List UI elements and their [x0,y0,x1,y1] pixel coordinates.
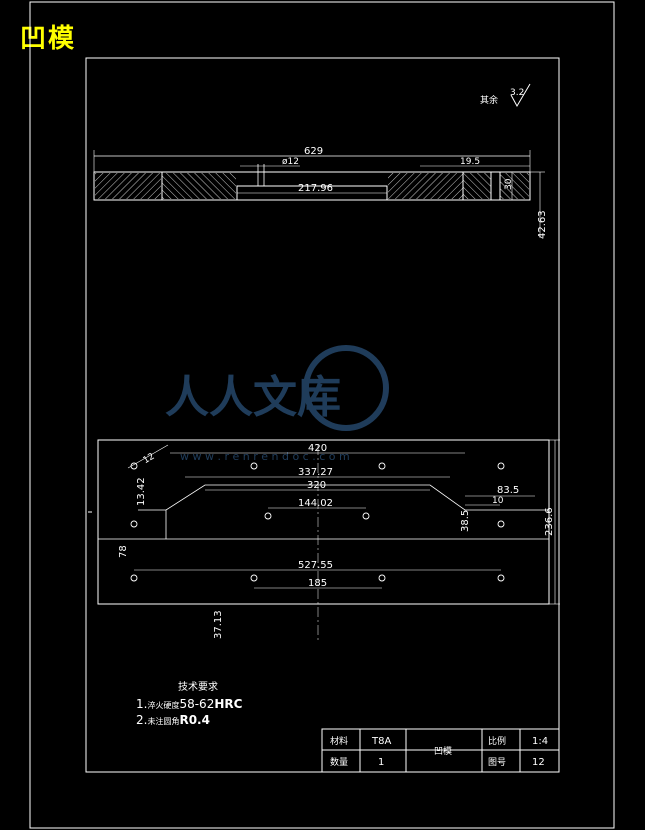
tech-item1-unit: HRC [214,697,242,711]
dim-overall: 629 [304,146,323,157]
watermark: 人人文库 w w w . r e n r e n d o c . c o m [165,345,389,463]
part-name: 凹模 [434,746,452,757]
dim-10: 10 [492,496,504,506]
dim-step: 30 [504,178,514,190]
watermark-text: 人人文库 [165,372,341,423]
dim-13-42: 13.42 [136,477,147,506]
dim-420: 420 [308,443,327,454]
dim-83-5: 83.5 [497,485,519,496]
dim-cavity: 217.96 [298,183,333,194]
tech-item1-text: 淬火硬度 [147,700,179,710]
scale-value: 1:4 [532,736,548,747]
tech-item2-value: R0.4 [179,713,210,727]
section-view: 629 ø12 19.5 217.96 30 42.63 [93,146,548,239]
outer-frame [29,1,615,829]
dim-527: 527.55 [298,560,333,571]
dim-edge: 19.5 [460,157,480,167]
roughness-symbol [510,83,531,108]
dim-78: 78 [118,545,129,558]
plan-view: 420 337.27 320 144.02 83.5 10 38.5 13.42… [97,439,560,640]
tech-item2-prefix: 2. [136,713,147,727]
drawing-title: 凹模 [20,24,77,54]
dim-38-5: 38.5 [460,510,471,532]
dim-37-13: 37.13 [213,610,224,639]
scale-label: 比例 [488,735,506,747]
tech-item1-prefix: 1. [136,697,147,711]
quantity-label: 数量 [330,756,348,768]
roughness-value: 3.2 [510,88,524,98]
title-block [321,728,560,773]
drawing-no-value: 12 [532,757,545,768]
tech-item2: 2.未注圆角R0.4 [136,713,210,727]
tech-heading: 技术要求 [178,680,218,693]
material-value: T8A [371,736,391,747]
tech-item1-value: 58-62 [179,697,214,711]
dim-320: 320 [307,480,326,491]
tech-item1: 1.淬火硬度58-62HRC [136,697,243,711]
drawing-no-label: 图号 [488,757,506,768]
dim-337: 337.27 [298,467,333,478]
quantity-value: 1 [378,757,384,768]
dim-height: 42.63 [537,210,548,239]
dim-236-6: 236.6 [544,507,555,536]
tech-item2-text: 未注圆角 [147,716,179,726]
dim-185: 185 [308,578,327,589]
material-label: 材料 [330,735,348,747]
dim-144: 144.02 [298,498,333,509]
tech-requirements: 技术要求 1.淬火硬度58-62HRC 2.未注圆角R0.4 [136,680,243,727]
roughness-label: 其余 [480,94,498,106]
dim-12-slant: 12 [142,452,157,466]
dim-hole: ø12 [282,157,299,167]
